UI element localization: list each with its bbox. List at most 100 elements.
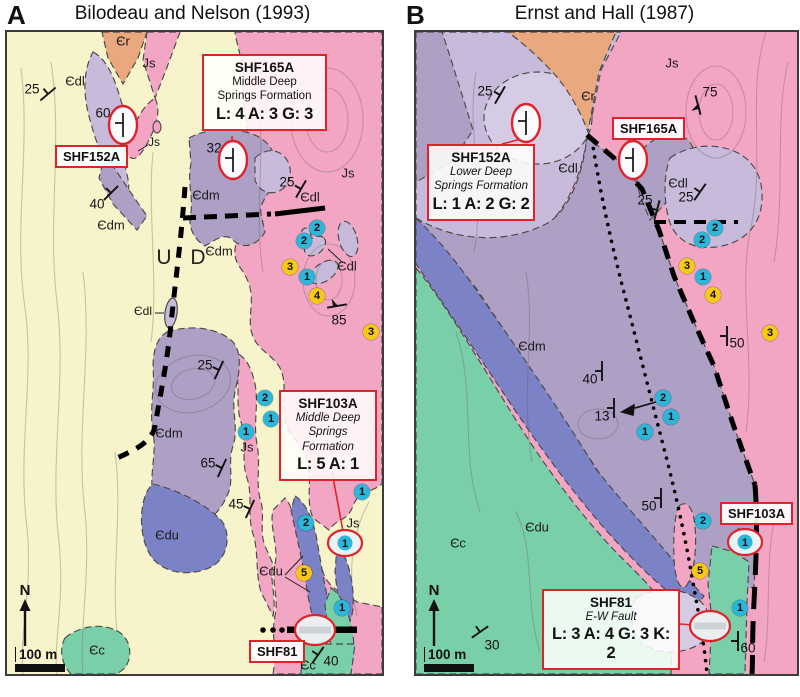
- north-arrow-icon: [428, 599, 440, 646]
- locality-circle: 1: [238, 424, 254, 440]
- north-arrow-icon: [19, 599, 31, 646]
- unit-label: Js: [341, 165, 355, 181]
- locality-circle: 3: [679, 258, 695, 274]
- unit-label: Js: [142, 55, 156, 71]
- callout-formation-line: Middle Deep: [295, 412, 361, 424]
- callout-title: SHF165A: [234, 60, 295, 75]
- strike-dip-value: 50: [729, 335, 745, 351]
- callout-formation-line: Middle Deep: [232, 76, 297, 88]
- strike-dip-icon: [644, 197, 670, 223]
- strike-dip-value: 25: [279, 174, 295, 190]
- locality-circle: 3: [282, 259, 298, 275]
- unit-label: Єdl: [300, 189, 320, 205]
- locality-circle: 1: [334, 600, 350, 616]
- locality-circle: 2: [296, 233, 312, 249]
- strike-dip-icon: [725, 628, 751, 654]
- locality-circle: 2: [309, 220, 325, 236]
- svg-text:1: 1: [742, 537, 748, 549]
- strike-dip-value: 60: [95, 105, 111, 121]
- locality-circle: 5: [692, 563, 708, 579]
- scale-bar-rect: [15, 664, 65, 672]
- strike-dip-icon: [209, 455, 235, 481]
- locality-circle: 2: [695, 513, 711, 529]
- callout-fabric-stats: L: 1 A: 2 G: 2: [432, 194, 530, 213]
- strike-dip-icon: [288, 176, 314, 202]
- strike-dip-value: 25: [477, 83, 493, 99]
- strike-dip-value: 40: [323, 653, 339, 669]
- strike-dip-value: 85: [331, 312, 347, 328]
- locality-circle: 3: [363, 324, 379, 340]
- unit-label: Єc: [450, 535, 466, 551]
- callout-title: SHF103A: [298, 396, 358, 411]
- locality-circle: 1: [637, 424, 653, 440]
- strike-dip-icon: [687, 179, 713, 205]
- locality-circle: 5: [296, 565, 312, 581]
- strike-dip-value: 75: [702, 84, 718, 100]
- strike-dip-value: 65: [200, 455, 216, 471]
- strike-dip-icon: [685, 92, 711, 118]
- locality-circle: 1: [263, 411, 279, 427]
- unit-label: Єdl: [134, 304, 152, 318]
- strike-dip-icon: [237, 496, 263, 522]
- panel-a-letter: A: [7, 0, 26, 30]
- callout-title: SHF152A: [451, 150, 511, 165]
- sample-tag-SHF103A: SHF103A: [720, 502, 794, 525]
- unit-label: Js: [346, 515, 360, 531]
- locality-circle: 2: [707, 220, 723, 236]
- scale-bar: 100 m: [15, 647, 65, 672]
- strike-dip-icon: [98, 180, 124, 206]
- callout-formation-line: E-W Fault: [585, 611, 637, 623]
- panel-b-title: Ernst and Hall (1987): [514, 3, 695, 24]
- sample-site-strike-ellipse: [215, 137, 251, 183]
- unit-label: Js: [240, 439, 254, 455]
- sample-site-ring-circle: 1: [324, 526, 366, 560]
- strike-dip-value: 40: [582, 371, 598, 387]
- strike-dip-icon: [305, 642, 331, 668]
- scale-label: 100 m: [424, 647, 474, 662]
- unit-label: Єdl: [558, 160, 578, 176]
- unit-label: Єdm: [155, 425, 183, 441]
- unit-label: Єdm: [205, 243, 233, 259]
- callout-formation-line: Springs Formation: [434, 180, 528, 193]
- panel-a-title: Bilodeau and Nelson (1993): [74, 3, 311, 24]
- north-label: N: [19, 582, 31, 599]
- callout-formation-line: Springs Formation: [217, 90, 312, 103]
- north-arrow: N: [424, 582, 444, 652]
- scale-bar-rect: [424, 664, 474, 672]
- unit-label: Js: [665, 55, 679, 71]
- north-arrow: N: [15, 582, 35, 652]
- strike-dip-icon: [487, 82, 513, 108]
- unit-label: Єdl: [337, 258, 357, 274]
- locality-circle: 1: [663, 409, 679, 425]
- strike-dip-value: 25: [197, 357, 213, 373]
- locality-circle: 1: [695, 269, 711, 285]
- svg-text:1: 1: [342, 538, 348, 550]
- locality-circle: 1: [299, 269, 315, 285]
- scale-bar: 100 m: [424, 647, 474, 672]
- strike-dip-value: 25: [678, 189, 694, 205]
- locality-circle: 3: [762, 325, 778, 341]
- strike-dip-icon: [714, 323, 740, 349]
- sample-site-strike-ellipse: [508, 100, 544, 146]
- unit-label: Єdl: [65, 73, 85, 89]
- strike-dip-value: 60: [740, 640, 756, 656]
- sample-tag-SHF165A: SHF165A: [612, 117, 686, 140]
- strike-dip-icon: [589, 358, 615, 384]
- sample-site-strike-ellipse: [105, 102, 141, 148]
- callout-formation-line: Springs Formation: [302, 426, 354, 453]
- callout-fabric-stats: L: 3 A: 4 G: 3 K: 2: [551, 625, 671, 663]
- strike-dip-icon: [324, 293, 350, 319]
- geology-map-a: [7, 32, 382, 674]
- locality-circle: 2: [298, 515, 314, 531]
- strike-dip-value: 40: [89, 196, 105, 212]
- strike-dip-icon: [206, 357, 232, 383]
- sample-site-ellipse: [686, 607, 734, 645]
